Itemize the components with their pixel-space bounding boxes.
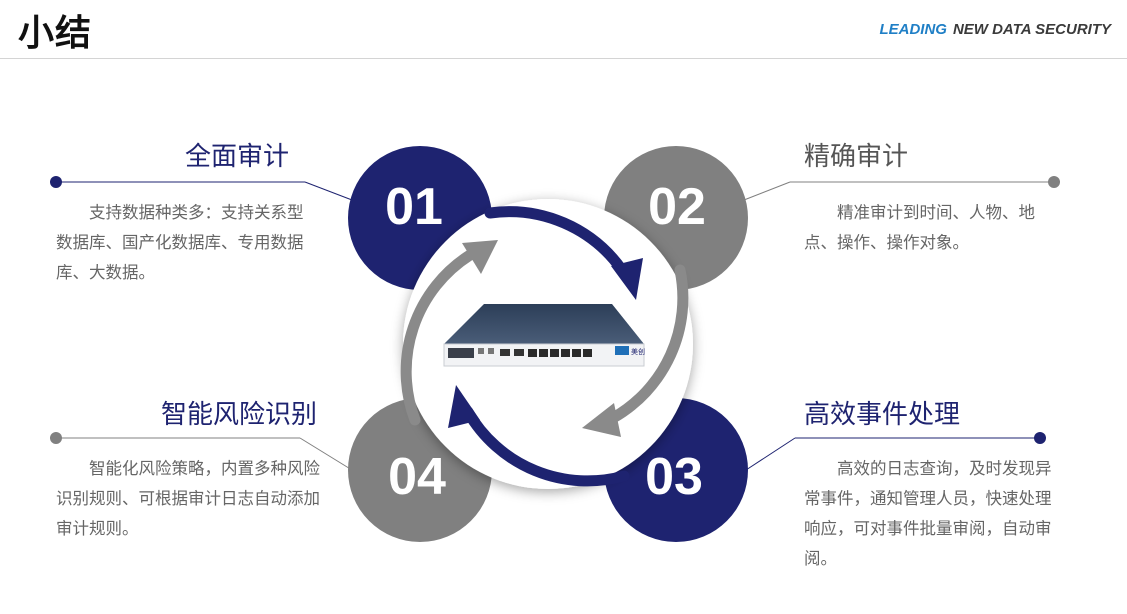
- connector-lines: [50, 176, 1060, 471]
- arrow-head-navy-bottom: [448, 385, 480, 428]
- feature-number-04: 04: [388, 448, 446, 506]
- brand-slogan: LEADING NEW DATA SECURITY: [879, 21, 1111, 38]
- brand-leading: LEADING: [879, 21, 947, 38]
- feature-desc-03: 高效的日志查询，及时发现异常事件，通知管理人员，快速处理响应，可对事件批量审阅，…: [804, 459, 1052, 568]
- brand-rest: NEW DATA SECURITY: [952, 21, 1111, 38]
- feature-title-02: 精确审计: [804, 142, 909, 172]
- arrow-head-gray-left: [462, 240, 498, 274]
- page-header: 小结 LEADING NEW DATA SECURITY: [0, 0, 1127, 59]
- device-usb-port: [500, 349, 510, 356]
- feature-number-02: 02: [648, 178, 706, 236]
- arrow-arc-gray-left: [400, 249, 476, 426]
- device-logo-text: 美创: [631, 347, 645, 356]
- feature-title-03: 高效事件处理: [804, 400, 961, 430]
- arrow-arc-navy-bottom: [462, 406, 630, 487]
- feature-title-04: 智能风险识别: [160, 400, 317, 430]
- device-lan-port: [528, 349, 537, 357]
- arrow-arc-gray-right: [607, 264, 689, 424]
- arrow-head-navy-top: [611, 258, 643, 300]
- feature-desc-01: 支持数据种类多：支持关系型数据库、国产化数据库、专用数据库、大数据。: [56, 203, 304, 282]
- connector-dot-04: [50, 432, 62, 444]
- arrow-arc-navy-top: [484, 206, 628, 276]
- device-logo-mark: [615, 346, 629, 355]
- connector-dot-03: [1034, 432, 1046, 444]
- feature-title-01: 全面审计: [184, 142, 289, 172]
- cycle-arrows: [400, 206, 689, 487]
- device-button: [478, 348, 484, 354]
- device-lcd: [448, 348, 474, 358]
- feature-desc-02: 精准审计到时间、人物、地点、操作、操作对象。: [804, 203, 1035, 252]
- connector-dot-01: [50, 176, 62, 188]
- appliance-device: 美创: [443, 304, 645, 367]
- feature-number-03: 03: [645, 448, 703, 506]
- feature-desc-04: 智能化风险策略，内置多种风险识别规则、可根据审计日志自动添加审计规则。: [56, 459, 320, 538]
- page-title: 小结: [18, 13, 93, 54]
- feature-number-01: 01: [385, 178, 443, 236]
- connector-dot-02: [1048, 176, 1060, 188]
- device-top: [444, 304, 644, 344]
- arrow-head-gray-right: [582, 403, 621, 437]
